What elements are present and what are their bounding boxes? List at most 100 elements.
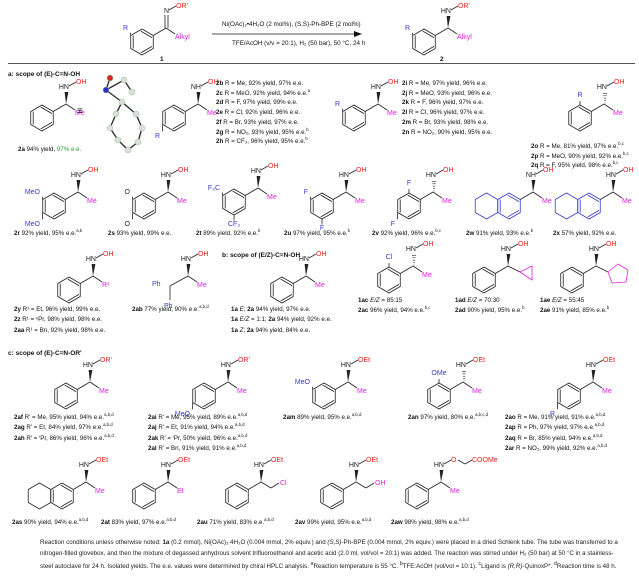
caption-line: 2al R' = Bn, 91% yield, 91% e.e.a,b,d [148, 444, 247, 454]
caption-text: 89% yield, 95% e.e. [295, 414, 352, 421]
ring-double-bond [437, 400, 450, 408]
compound-number: 2o [531, 143, 539, 150]
caption-text: 94% yield, [24, 146, 57, 153]
footnote-marker: b,c [623, 150, 629, 156]
ring-double-bond [507, 210, 520, 218]
bond [89, 381, 100, 389]
nitrogen-label: HN [349, 462, 359, 469]
compound-number: 2l [402, 109, 408, 117]
caption-line: 2ac 96% yield, 94% e.e.b,c [358, 306, 430, 316]
n-o-bond [358, 459, 367, 465]
bond [612, 191, 623, 199]
footnote-marker: a,b,d [594, 422, 605, 428]
ring-double-bond [352, 106, 365, 114]
caption-text: 91% yield, 93% e.e. [474, 230, 531, 237]
benzene-ring [497, 192, 521, 220]
bond [167, 191, 178, 199]
footnote-marker: b [306, 126, 309, 132]
n-o-bond [190, 253, 199, 259]
bond [347, 381, 358, 389]
n-o-bond [595, 359, 604, 365]
caption-line: 2x 57% yield, 92% e.e. [553, 229, 616, 239]
ring-double-bond [280, 294, 293, 302]
ring-double-bond [407, 194, 420, 202]
caption-text: 91% yield, 85% e.e. [550, 307, 607, 315]
footnote-marker: b [399, 561, 403, 568]
caption-text: 98% yield, 98% e.e. [402, 519, 460, 526]
n-o-bond [263, 459, 272, 465]
wedge-bond [594, 254, 599, 266]
footnote-marker: c [478, 561, 482, 568]
compound-number: 2at [101, 519, 110, 526]
ring-double-bond [40, 106, 53, 114]
bond [595, 265, 609, 273]
crystal-atom [106, 124, 114, 132]
ring-substituent-label: R [155, 133, 160, 140]
ring-double-bond [352, 122, 365, 130]
caption-para-series: 2b R = Me, 92% yield, 97% e.e.2c R = MeO… [216, 79, 310, 147]
nitrogen-label: HN [181, 256, 191, 263]
footnote-marker: a,b,d [199, 304, 209, 309]
oxygen-label: OEt [271, 457, 283, 464]
caption-line: 2s 93% yield, 99% e.e. [108, 229, 171, 239]
n-o-bond [606, 81, 615, 87]
caption-line: 2p R = MeO, 90% yield, 92% e.e.b,c [531, 150, 629, 162]
footnote-marker: a,b,d [104, 412, 114, 417]
benzene-ring [50, 482, 74, 510]
alkyl-label: Me [355, 198, 365, 205]
ring-double-bond [64, 400, 77, 408]
bond [270, 482, 280, 489]
caption-text: -QuinoxP*. [522, 563, 555, 571]
bond [65, 103, 76, 111]
compound-number: 2an [408, 414, 419, 421]
caption-2at: 2at 83% yield, 97% e.e.a,b,d [101, 517, 176, 528]
ring-double-bond [320, 210, 333, 218]
ring-substituent-label: R [577, 92, 582, 99]
aryl-bond [65, 191, 79, 200]
caption-text: R' = Bn, 91% yield, 91% e.e. [156, 445, 237, 453]
compound-number: 2m [402, 118, 411, 126]
footnote-marker: a,b,d [597, 443, 607, 449]
bond [412, 265, 423, 273]
oxygen-label: OH [268, 163, 279, 170]
compound-number: 2x [553, 230, 560, 237]
caption-meta-series: 2i R = Me, 97% yield, 96% e.e.2j R = MeO… [402, 79, 492, 137]
ring-double-bond [142, 194, 155, 202]
aryl-bond [245, 187, 259, 196]
caption-text: Reaction time is 48 h. [556, 563, 617, 571]
caption-line: 2aq R = Br, 85% yield, 94% e.e.a,b,d [505, 433, 607, 444]
footnote-marker: b [305, 136, 308, 142]
caption-line: 1a E; 2a 94% yield, 97% e.e. [231, 305, 332, 315]
alkyl-label: Me [542, 198, 552, 205]
ring-double-bond [142, 500, 155, 508]
wedge-bond [84, 470, 89, 482]
caption-text: R = MeO, 90% yield, 92% e.e. [538, 152, 624, 160]
caption-text: R = CF₃, 96% yield, 95% e.e. [223, 138, 306, 146]
bond [92, 275, 103, 283]
ring-double-bond [320, 194, 333, 202]
nitrogen-label: HN [589, 246, 599, 253]
footnote-marker: b [522, 305, 525, 311]
n-o-bond [415, 243, 424, 249]
nitrogen-label: HN [586, 362, 596, 369]
compound-number: 2as [12, 519, 23, 526]
benzene-ring [427, 382, 451, 410]
equivalence-symbol: ≡ [77, 106, 83, 117]
n-o-bond [598, 243, 607, 249]
caption-text: R = F, 95% yield, 98% e.e. [538, 162, 613, 170]
ring-substituent-label: F [391, 221, 395, 228]
caption-line: 1a E/Z = 1:1; 2a 94% yield, 92% e.e. [231, 315, 332, 325]
n-o-bond [450, 5, 459, 11]
caption-line: 2ad 90% yield, 95% e.e.b [455, 306, 524, 316]
nitrogen-label: HN [406, 246, 416, 253]
compound-number: 2aj [148, 424, 157, 432]
